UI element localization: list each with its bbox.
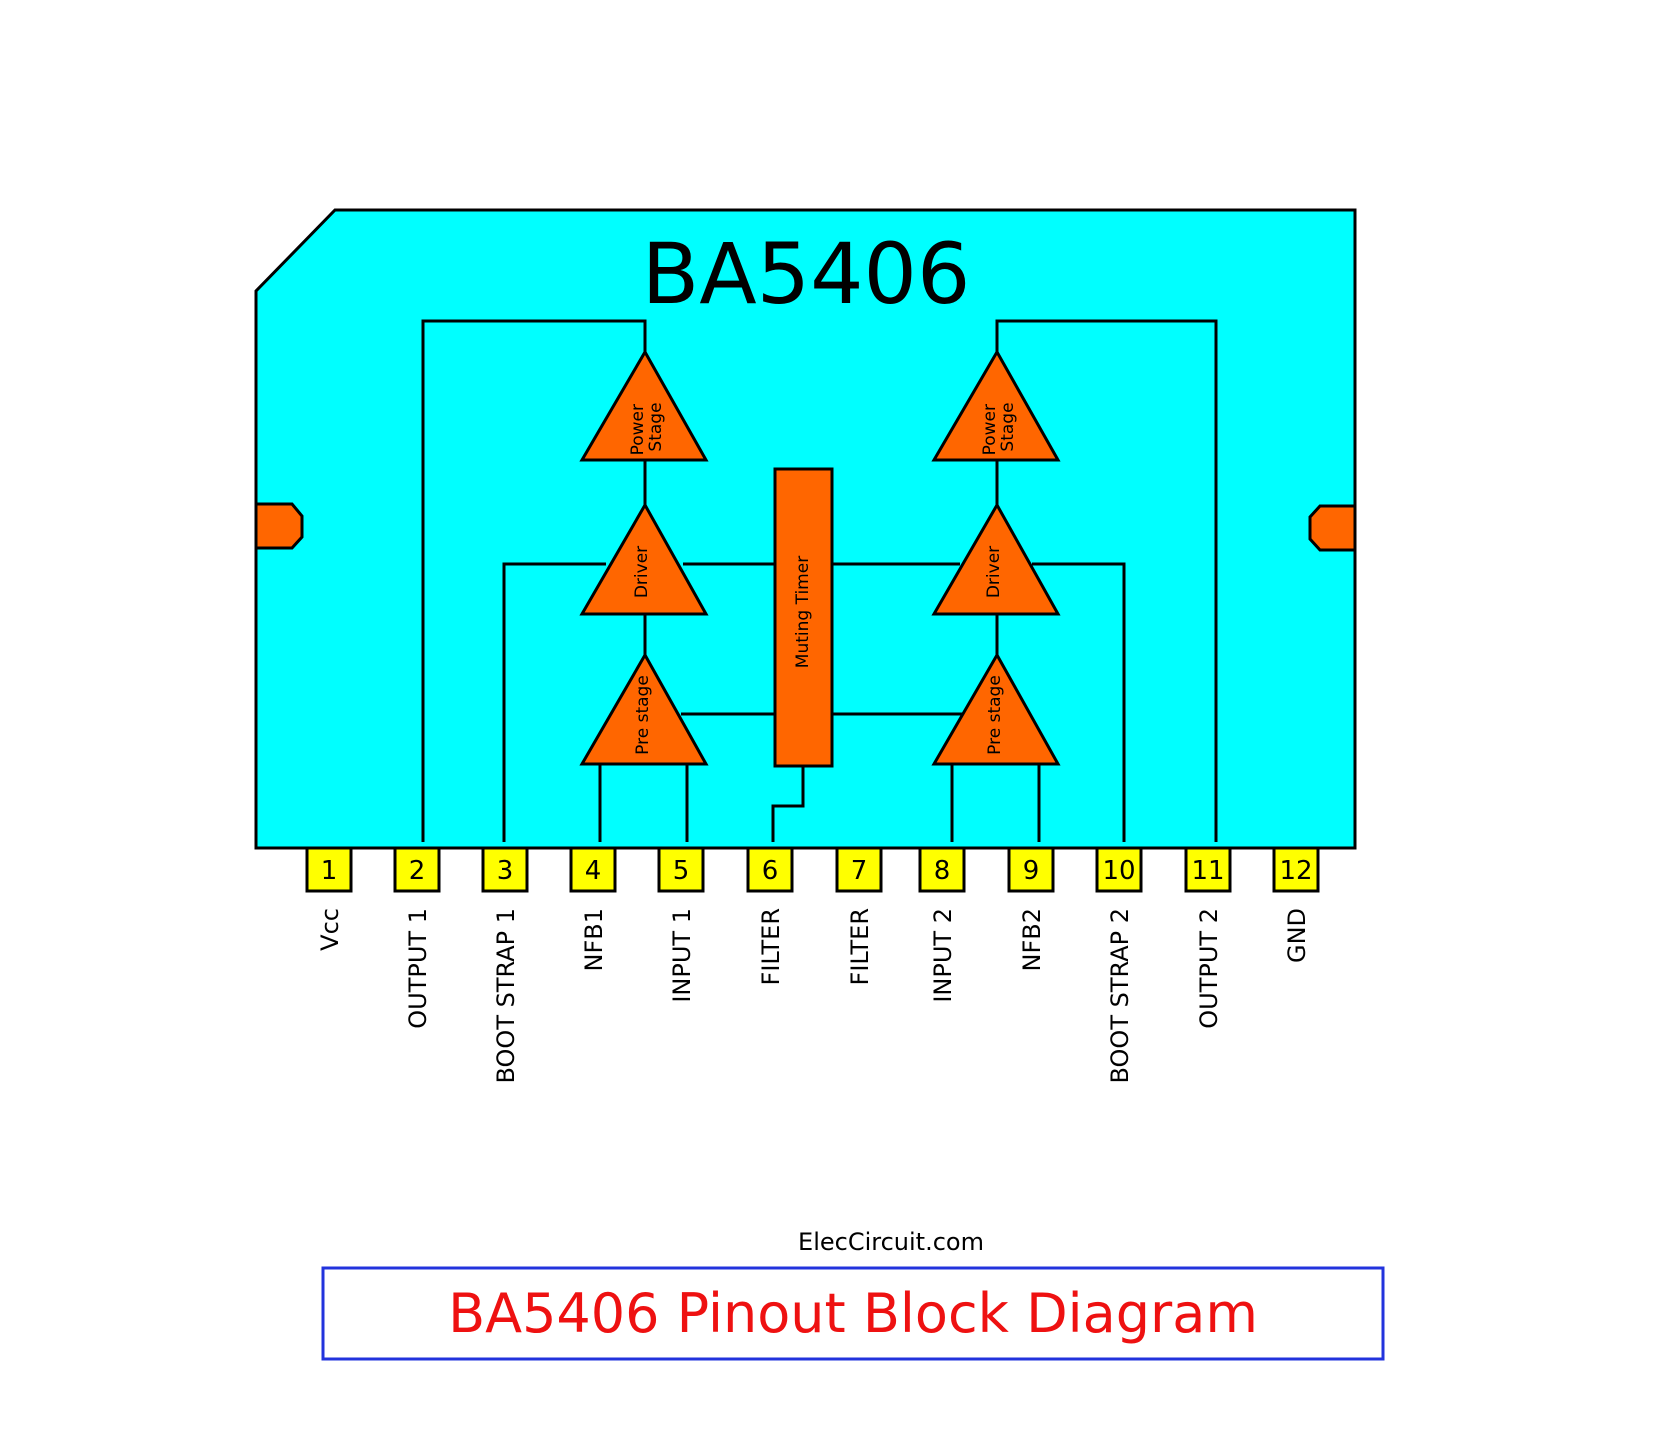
wire-bootstrap2 [1032, 562, 1126, 842]
pin-name: FILTER [757, 908, 785, 985]
pin-number: 8 [934, 856, 951, 886]
pin-name: NFB1 [580, 908, 608, 972]
pin-box [305, 846, 353, 893]
pin-name: FILTER [846, 908, 874, 985]
pin-number: 6 [762, 856, 779, 886]
wire-output1 [421, 319, 647, 842]
pin-number: 9 [1023, 856, 1040, 886]
ch2-power-stage-label: Power Stage [980, 399, 1018, 456]
pin-name: OUTPUT 1 [404, 908, 432, 1029]
muting-timer-label: Muting Timer [793, 556, 813, 668]
pin-box [1184, 846, 1232, 893]
wire-filter [771, 766, 805, 842]
pin-box [393, 846, 441, 893]
ch2-pre-stage-label: Pre stage [985, 675, 1005, 755]
pin-name: BOOT STRAP 2 [1106, 908, 1134, 1084]
ch2-driver-block [931, 501, 1061, 616]
pin-number: 7 [851, 856, 868, 886]
pin-box [1095, 846, 1143, 893]
pin-number: 3 [497, 856, 514, 886]
pin-name: INPUT 1 [668, 908, 696, 1003]
caption-title: BA5406 Pinout Block Diagram [448, 1282, 1258, 1345]
pin-name: NFB2 [1018, 908, 1046, 972]
caption-box [321, 1266, 1385, 1361]
pin-name: GND [1283, 908, 1311, 963]
pin-number: 10 [1102, 856, 1135, 886]
pin-number: 5 [673, 856, 690, 886]
muting-timer-block [773, 467, 834, 768]
pin-box [746, 846, 794, 893]
pin-name: Vcc [316, 908, 344, 951]
wire-output2 [995, 319, 1218, 842]
pin-box [481, 846, 529, 893]
pin-box [657, 846, 705, 893]
ch1-driver-label: Driver [632, 546, 652, 598]
pin-box [918, 846, 966, 893]
wire-bootstrap1 [502, 562, 606, 842]
ch1-pre-stage-block [579, 651, 709, 766]
pin-number: 2 [409, 856, 426, 886]
ch2-power-stage-block [931, 348, 1061, 462]
pin-box [569, 846, 617, 893]
ch1-pre-stage-label: Pre stage [633, 675, 653, 755]
pin-name: BOOT STRAP 1 [492, 908, 520, 1084]
right-mount-tab [1308, 504, 1357, 552]
pin-name: OUTPUT 2 [1195, 908, 1223, 1029]
ch1-power-stage-label: Power Stage [628, 399, 666, 456]
pin-box [1007, 846, 1055, 893]
site-credit: ElecCircuit.com [798, 1228, 984, 1256]
pin-number: 12 [1279, 856, 1312, 886]
chip-title: BA5406 [642, 225, 971, 323]
pin-box [835, 846, 883, 893]
pin-number: 11 [1191, 856, 1224, 886]
pin-box [1272, 846, 1320, 893]
pin-number: 4 [585, 856, 602, 886]
ch2-driver-label: Driver [984, 546, 1004, 598]
ch1-driver-block [579, 501, 709, 616]
pin-name: INPUT 2 [929, 908, 957, 1003]
ch1-power-stage-block [579, 348, 709, 462]
left-mount-tab [254, 502, 304, 550]
wiring [421, 319, 1218, 842]
ch2-pre-stage-block [931, 651, 1061, 766]
pin-number: 1 [321, 856, 338, 886]
